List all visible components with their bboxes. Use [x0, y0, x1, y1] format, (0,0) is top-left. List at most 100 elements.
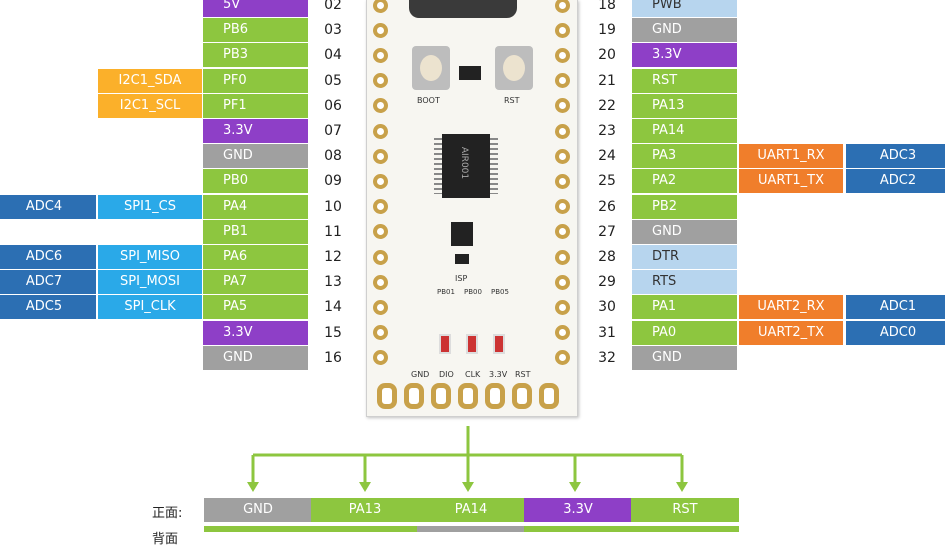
pin-label: 3.3V — [203, 320, 308, 345]
connector-lines — [247, 426, 688, 492]
function-label: SPI_CLK — [98, 295, 202, 320]
header-label-rst: RST — [515, 370, 531, 379]
pin-label: PWB — [632, 0, 737, 17]
pin-hole — [555, 0, 570, 13]
pin-hole — [555, 350, 570, 366]
rst-button[interactable] — [495, 46, 533, 90]
function-label: UART2_RX — [739, 295, 843, 320]
function-label: SPI1_CS — [98, 194, 202, 219]
back-header-pin — [524, 526, 632, 532]
pin-number: 24 — [598, 148, 616, 165]
function-label: I2C1_SCL — [98, 93, 202, 118]
pin-hole — [373, 299, 388, 315]
led-label-2: PB00 — [464, 288, 482, 296]
pin-hole — [373, 173, 388, 189]
pin-hole — [373, 73, 388, 89]
pin-label: PB0 — [203, 169, 308, 194]
pin-hole — [373, 148, 388, 164]
pin-number: 22 — [598, 97, 616, 114]
function-label: ADC4 — [0, 194, 96, 219]
pin-number: 19 — [598, 22, 616, 39]
pin-label: PA14 — [632, 119, 737, 143]
pin-hole — [373, 325, 388, 341]
header-pad — [512, 383, 532, 409]
pin-number: 28 — [598, 249, 616, 265]
pin-label: PA7 — [203, 270, 308, 295]
pin-label: PA6 — [203, 245, 308, 269]
header-label-gnd: GND — [411, 370, 430, 379]
pin-number: 04 — [324, 47, 342, 64]
function-label: SPI_MOSI — [98, 270, 202, 295]
pin-label: PA1 — [632, 295, 737, 320]
function-label: ADC5 — [0, 295, 96, 320]
function-label: ADC0 — [846, 320, 945, 345]
pin-number: 16 — [324, 349, 342, 366]
pin-hole — [373, 123, 388, 139]
front-header-pin: GND — [204, 498, 312, 522]
connector-arrow-head — [569, 482, 581, 492]
front-header-pin: RST — [631, 498, 739, 522]
back-header-pin — [631, 526, 739, 532]
pin-label: DTR — [632, 245, 737, 269]
header-pad — [431, 383, 451, 409]
connector-arrow-head — [247, 482, 259, 492]
pin-label: 5V — [203, 0, 308, 17]
back-header-pin — [417, 526, 525, 532]
pin-hole — [373, 98, 388, 114]
mcu-pins-right — [490, 138, 498, 194]
back-header-pin — [204, 526, 312, 532]
pin-hole — [373, 249, 388, 265]
front-header-pin: 3.3V — [524, 498, 632, 522]
pin-label: PB2 — [632, 194, 737, 219]
pin-number: 27 — [598, 223, 616, 240]
pin-label: PB3 — [203, 43, 308, 68]
usb-connector — [409, 0, 517, 18]
pin-number: 26 — [598, 198, 616, 215]
pin-label: PA3 — [632, 144, 737, 169]
pin-number: 31 — [598, 324, 616, 341]
led-label-1: PB01 — [437, 288, 455, 296]
function-label: UART1_RX — [739, 144, 843, 169]
boot-label: BOOT — [417, 96, 440, 105]
boot-button[interactable] — [412, 46, 450, 90]
pin-label: 3.3V — [632, 43, 737, 68]
mcu-pins-left — [434, 138, 442, 194]
header-pad — [485, 383, 505, 409]
pin-label: PA0 — [632, 320, 737, 345]
rst-label: RST — [504, 96, 520, 105]
pin-hole — [555, 224, 570, 240]
pin-number: 25 — [598, 173, 616, 190]
pin-label: PF1 — [203, 93, 308, 118]
pin-hole — [555, 173, 570, 189]
led-1 — [439, 334, 451, 354]
function-label: ADC6 — [0, 245, 96, 269]
pin-label: RST — [632, 68, 737, 93]
pin-label: PA5 — [203, 295, 308, 320]
pin-number: 08 — [324, 148, 342, 165]
pin-label: PA4 — [203, 194, 308, 219]
header-pad — [539, 383, 559, 409]
header-label-33v: 3.3V — [489, 370, 508, 379]
pin-number: 03 — [324, 22, 342, 39]
front-header-pin: PA13 — [311, 498, 419, 522]
pin-label: PB1 — [203, 219, 308, 244]
pin-label: GND — [203, 345, 308, 370]
function-label: SPI_MISO — [98, 245, 202, 269]
pin-hole — [555, 47, 570, 63]
pin-number: 32 — [598, 349, 616, 366]
led-label-3: PB05 — [491, 288, 509, 296]
pin-hole — [555, 299, 570, 315]
front-label: 正面: — [152, 506, 183, 521]
pin-number: 20 — [598, 47, 616, 64]
pin-label: RTS — [632, 270, 737, 295]
pin-hole — [555, 274, 570, 290]
pin-hole — [555, 98, 570, 114]
connector-arrow-head — [676, 482, 688, 492]
pin-number: 29 — [598, 274, 616, 291]
pin-label: GND — [203, 144, 308, 169]
function-label: UART2_TX — [739, 320, 843, 345]
back-header-pin — [311, 526, 419, 532]
pin-hole — [555, 325, 570, 341]
pin-hole — [373, 199, 388, 215]
isp-label: ISP — [455, 274, 468, 283]
